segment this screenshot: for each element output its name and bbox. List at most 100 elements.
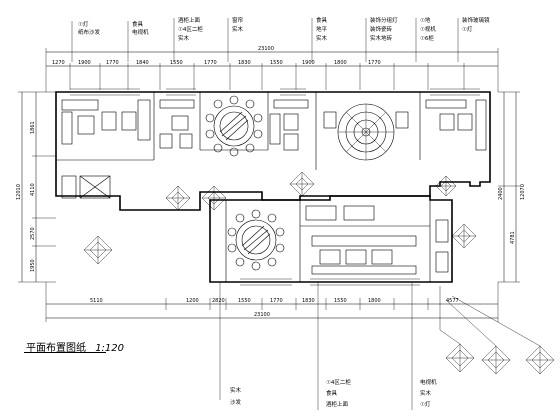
cabinet (137, 99, 151, 141)
drawing-title-text: 平面布置图纸 (26, 343, 86, 354)
armchair (283, 133, 299, 151)
dim-text: 1550 (334, 298, 347, 304)
planter-symbols (83, 171, 555, 375)
building-walls (55, 88, 491, 286)
right-dimension-chain: 2400 4781 12070 (498, 91, 526, 283)
label-text: ☉灯 (420, 400, 431, 408)
dim-text: 5110 (90, 298, 103, 304)
armchair (439, 113, 455, 131)
planter-icon (451, 223, 477, 249)
label-text: 实木 (178, 34, 190, 42)
label-text: ☉地 (420, 16, 431, 24)
dim-text: 1900 (302, 60, 315, 66)
drawing-scale: 1:120 (95, 343, 125, 354)
label-group-4: 窗帘 实木 (227, 16, 244, 62)
label-group-3: 酒柜上面 ☉4区二柜 实木 (173, 16, 203, 62)
sofa (311, 235, 417, 247)
dim-text: 4781 (510, 231, 516, 244)
label-text: 实木 (316, 34, 328, 42)
dim-text: 1840 (136, 60, 149, 66)
lazy-susan (219, 111, 249, 141)
label-text: 酒柜上面 (178, 16, 201, 24)
armchair (121, 111, 137, 131)
label-group-7: ☉地 ☉视机 ☉6柜 (415, 16, 436, 62)
planter-icon (481, 345, 511, 375)
armchair (343, 205, 375, 221)
sofa (61, 111, 73, 145)
label-group-1: ☉灯 纸布沙发 (71, 20, 101, 62)
label-group-b1: 实木 沙发 (219, 282, 242, 406)
bottom-annotation-labels: 实木 沙发 ☉4区二柜 食具 酒柜上面 电视机 实木 ☉灯 (219, 282, 437, 410)
dim-text: 1550 (170, 60, 183, 66)
armchair (395, 111, 409, 129)
dim-text: 1800 (334, 60, 347, 66)
sofa (273, 99, 309, 109)
armchair (323, 111, 337, 129)
furniture (61, 95, 487, 275)
lazy-susan (241, 225, 271, 255)
dim-text: 4577 (446, 298, 459, 304)
dim-text: 1830 (238, 60, 251, 66)
label-text: ☉4区二柜 (178, 25, 203, 33)
dim-text: 1830 (302, 298, 315, 304)
dim-text: 1770 (270, 298, 283, 304)
round-dining-table (235, 219, 277, 261)
dim-text: 1800 (368, 298, 381, 304)
dim-overall-right: 12070 (520, 184, 526, 200)
label-text: 地平 (316, 25, 328, 33)
title-underline (24, 352, 106, 353)
cabinet (435, 251, 449, 273)
planter-icon (289, 171, 315, 197)
label-text: 实木 (230, 386, 242, 394)
label-group-5: 食具 地平 实木 (311, 16, 328, 62)
label-text: 食具 (316, 16, 328, 24)
planter-icon (525, 345, 555, 375)
armchair (305, 205, 337, 221)
label-group-2: 食具 电视机 (127, 20, 149, 62)
sofa (159, 99, 195, 109)
armchair (457, 113, 473, 131)
dim-text: 1770 (368, 60, 381, 66)
label-text: 实木 (232, 25, 244, 33)
armchair (179, 133, 193, 149)
label-group-6: 装饰分组灯 装饰瓷砖 实木地砖 (365, 16, 398, 62)
bottom-dimension-chain: 23100 5110 1200 2820 1550 1770 1830 1550… (45, 282, 499, 322)
service-counter (61, 175, 77, 199)
sofa (61, 99, 99, 111)
label-text: 纸布沙发 (78, 28, 101, 36)
dim-text: 2400 (498, 187, 504, 200)
dim-text: 2820 (212, 298, 225, 304)
dim-text: 1200 (186, 298, 199, 304)
label-text: 电视机 (420, 378, 437, 386)
cabinet (475, 99, 487, 151)
label-text: 装饰玻璃镜 (462, 16, 490, 24)
round-dining-table (213, 105, 255, 147)
label-text: 实木 (420, 389, 432, 397)
label-text: 装饰瓷砖 (370, 25, 393, 33)
label-text: ☉4区二柜 (326, 378, 351, 386)
label-text: ☉灯 (462, 25, 473, 33)
coffee-table (371, 249, 393, 265)
label-text: 食具 (132, 20, 144, 28)
coffee-table (77, 115, 95, 135)
dim-text: 1900 (78, 60, 91, 66)
cabinet (269, 113, 281, 145)
dim-text: 4110 (30, 183, 36, 196)
stair (79, 175, 111, 199)
label-text: 食具 (326, 389, 338, 397)
drawing-title: 平面布置图纸 1:120 (26, 339, 124, 354)
coffee-table (319, 249, 341, 265)
label-text: 沙发 (230, 398, 242, 406)
label-text: ☉灯 (78, 20, 89, 28)
label-text: 电视机 (132, 28, 149, 36)
planter-icon (165, 185, 191, 211)
label-group-b3: 电视机 实木 ☉灯 (411, 282, 437, 410)
armchair (159, 133, 173, 149)
top-annotation-labels: ☉灯 纸布沙发 食具 电视机 酒柜上面 ☉4区二柜 实木 窗帘 实木 食具 地平… (71, 16, 490, 62)
planter-icon (435, 175, 457, 197)
left-dimension-chain: 12010 1861 4110 2570 1950 (16, 91, 56, 283)
top-dimension-chain: 23100 1270 1900 1770 1840 1550 1770 1830… (45, 46, 499, 92)
dim-text: 1770 (106, 60, 119, 66)
label-text: 装饰分组灯 (370, 16, 398, 24)
